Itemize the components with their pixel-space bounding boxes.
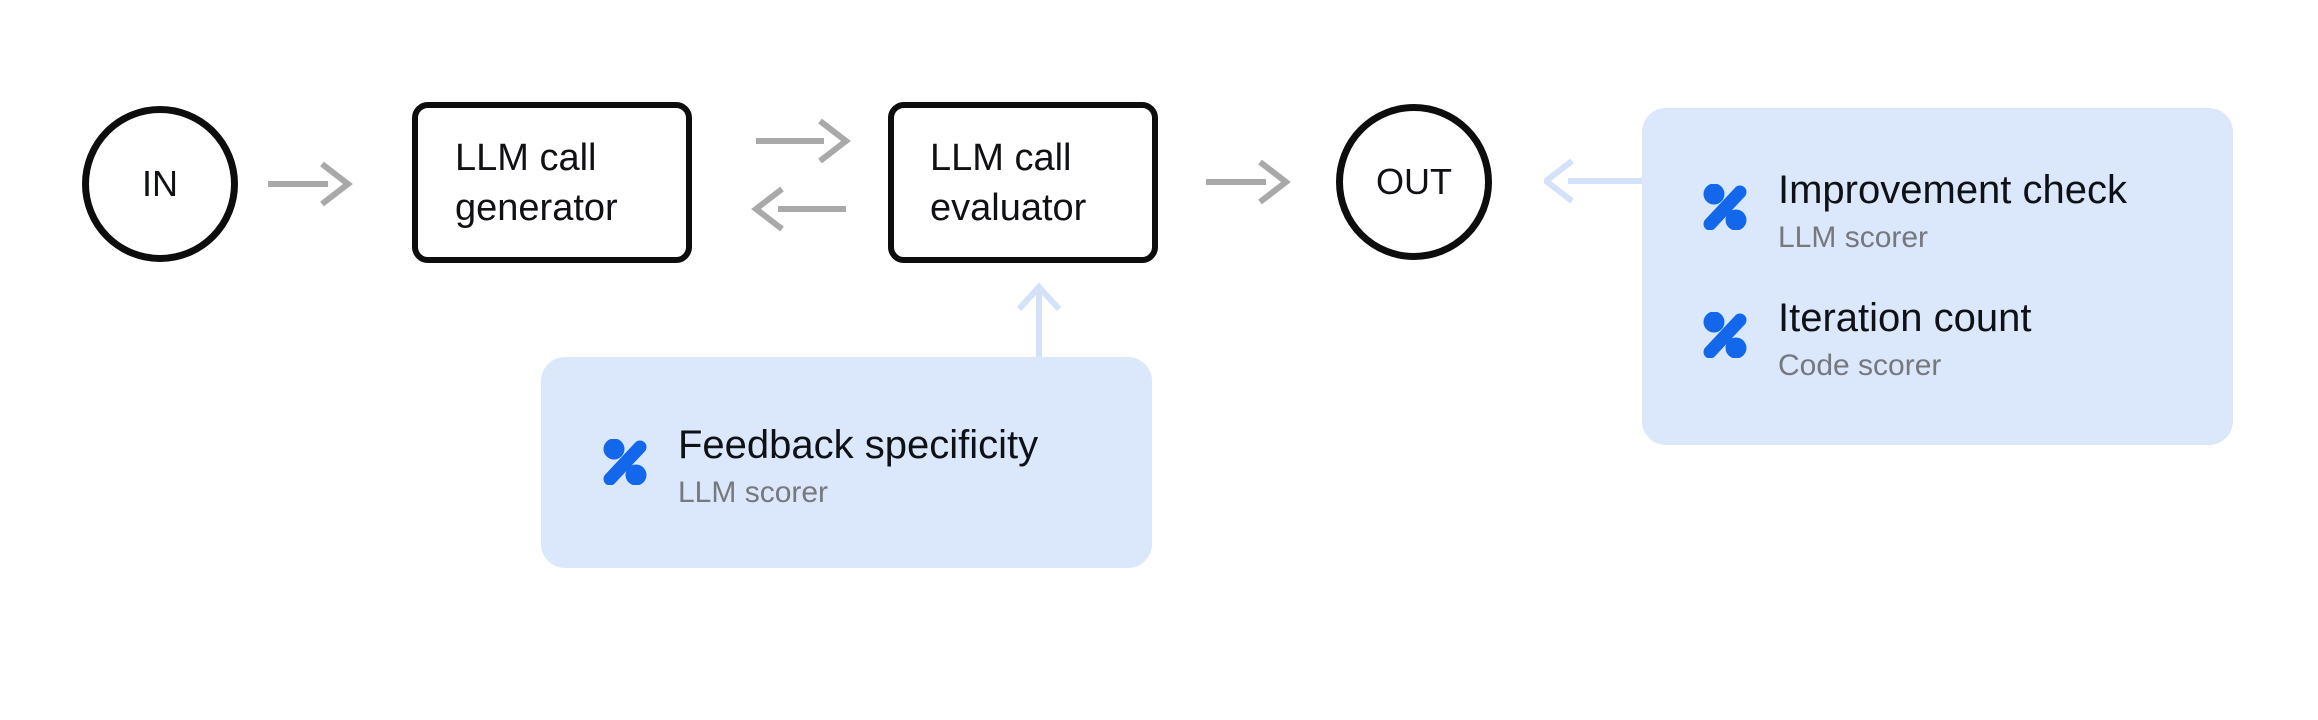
scorer-text: Feedback specificity LLM scorer <box>678 421 1038 513</box>
node-generator-label-line2: generator <box>455 186 618 229</box>
node-input: IN <box>82 106 238 262</box>
arrow-feedback-to-evaluator-icon <box>1013 281 1065 359</box>
scorer-title: Feedback specificity <box>678 423 1039 467</box>
node-output-label: OUT <box>1376 161 1452 202</box>
scorer-text: Improvement check LLM scorer <box>1778 166 2127 258</box>
scorer-text: Iteration count Code scorer <box>1778 294 2032 386</box>
node-llm-call-generator: LLM call generator <box>412 102 692 263</box>
percent-icon <box>1703 184 1747 230</box>
node-evaluator-label-line2: evaluator <box>930 186 1087 229</box>
percent-icon <box>1703 312 1747 358</box>
scorer-row: Iteration count Code scorer <box>1702 294 2233 386</box>
output-scorers-panel: Improvement check LLM scorer Iteration c… <box>1642 108 2233 445</box>
arrow-scorers-to-out-icon <box>1544 155 1646 207</box>
node-input-label: IN <box>142 163 178 204</box>
node-evaluator-label-line1: LLM call <box>930 136 1072 179</box>
scorer-subtitle: LLM scorer <box>1778 221 1929 254</box>
percent-icon <box>603 439 647 485</box>
node-output: OUT <box>1336 104 1492 260</box>
arrow-in-to-generator-icon <box>264 158 356 210</box>
scorer-subtitle: LLM scorer <box>678 476 829 509</box>
arrow-evaluator-to-out-icon <box>1202 156 1294 208</box>
scorer-subtitle: Code scorer <box>1778 349 1942 382</box>
node-generator-label-line1: LLM call <box>455 136 597 179</box>
scorer-row: Improvement check LLM scorer <box>1702 166 2233 258</box>
scorer-title: Improvement check <box>1778 168 2128 212</box>
scorer-title: Iteration count <box>1778 296 2032 340</box>
node-llm-call-evaluator: LLM call evaluator <box>888 102 1158 263</box>
arrow-generator-evaluator-loop-icon <box>748 114 854 234</box>
scorer-row: Feedback specificity LLM scorer <box>602 421 1152 513</box>
feedback-scorer-panel: Feedback specificity LLM scorer <box>541 357 1152 568</box>
